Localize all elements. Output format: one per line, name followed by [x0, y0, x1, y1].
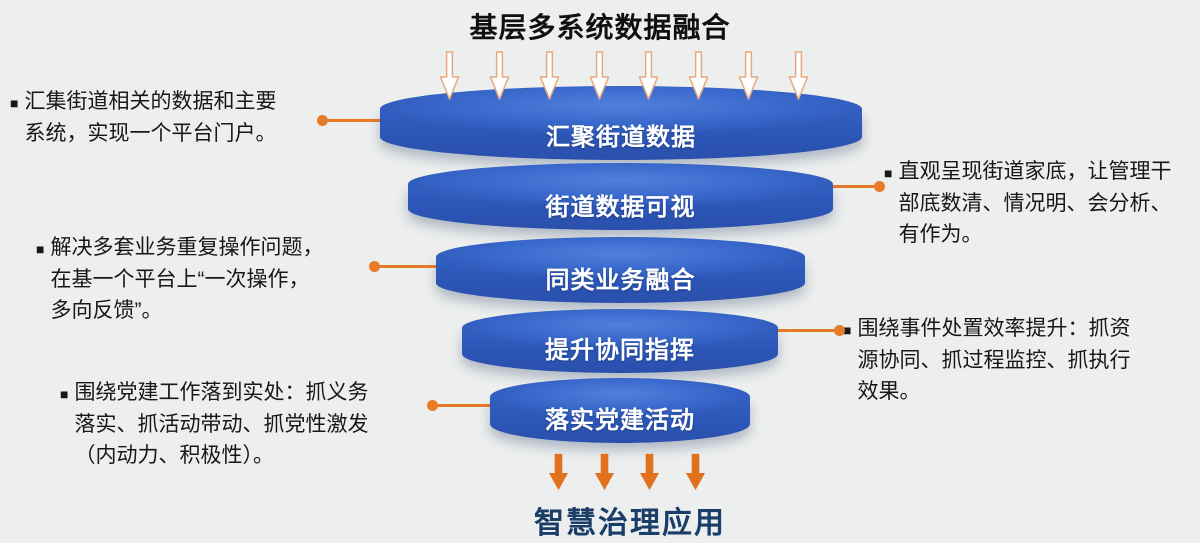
- funnel-layer-3: 同类业务融合: [436, 237, 805, 303]
- annotation-left-3-text: 围绕党建工作落到实处：抓义务 落实、抓活动带动、抓党性激发 （内动力、积极性）。: [74, 381, 369, 467]
- funnel-layer-5-label: 落实党建活动: [545, 407, 695, 434]
- down-arrow-orange-icon: [548, 453, 569, 491]
- down-arrow-orange-icon: [640, 453, 660, 491]
- annotation-right-1-text: 直观呈现街道家底，让管理干 部底数清、情况明、会分析、 有作为。: [898, 160, 1172, 246]
- funnel-layer-5: 落实党建活动: [490, 378, 750, 443]
- funnel-layer-2-label: 街道数据可视: [545, 194, 696, 221]
- bullet-square-icon: ■: [843, 322, 852, 338]
- top-inflow-arrows: [438, 50, 810, 102]
- down-arrow-white-icon: [439, 51, 460, 100]
- bullet-square-icon: ■: [36, 241, 45, 257]
- funnel-layer-4: 提升协同指挥: [462, 309, 778, 373]
- connector-line-right-2: [752, 329, 840, 332]
- diagram-title: 基层多系统数据融合: [469, 12, 731, 43]
- bullet-square-icon: ■: [60, 386, 69, 402]
- down-arrow-white-icon: [489, 51, 510, 100]
- connector-dot-right-1: [874, 181, 885, 192]
- down-arrow-orange-icon: [685, 453, 706, 491]
- funnel-layer-4-top: [462, 309, 778, 347]
- bullet-square-icon: ■: [884, 165, 893, 181]
- annotation-left-1-text: 汇集街道相关的数据和主要 系统，实现一个平台门户。: [24, 90, 277, 145]
- annotation-left-2-text: 解决多套业务重复操作问题， 在基一个平台上“一次操作， 多向反馈”。: [50, 236, 324, 322]
- annotation-left-2: ■ 解决多套业务重复操作问题， 在基一个平台上“一次操作， 多向反馈”。: [36, 232, 381, 327]
- down-arrow-white-icon: [738, 51, 759, 100]
- connector-line-left-2: [374, 265, 466, 268]
- connector-dot-left-2: [369, 261, 380, 272]
- down-arrow-white-icon: [688, 51, 709, 100]
- connector-dot-left-3: [427, 400, 438, 411]
- funnel-layer-1-top: [380, 86, 862, 132]
- connector-dot-right-2: [834, 325, 845, 336]
- down-arrow-white-icon: [639, 51, 659, 100]
- bottom-result-label: 智慧治理应用: [534, 507, 726, 540]
- connector-line-left-3: [432, 404, 517, 407]
- annotation-right-2-text: 围绕事件处置效率提升：抓资 源协同、抓过程监控、抓执行 效果。: [857, 317, 1131, 403]
- funnel-layer-1: 汇聚街道数据: [380, 86, 862, 160]
- funnel-layer-1-label: 汇聚街道数据: [546, 124, 696, 151]
- funnel-layer-2-top: [408, 163, 833, 205]
- annotation-left-1: ■ 汇集街道相关的数据和主要 系统，实现一个平台门户。: [10, 86, 355, 149]
- funnel-layer-5-top: [490, 378, 750, 416]
- annotation-right-1: ■ 直观呈现街道家底，让管理干 部底数清、情况明、会分析、 有作为。: [884, 156, 1194, 251]
- bottom-outflow-arrows: [548, 453, 706, 493]
- down-arrow-white-icon: [539, 51, 560, 100]
- connector-line-left-1: [322, 119, 422, 122]
- down-arrow-white-icon: [589, 51, 609, 100]
- bullet-square-icon: ■: [10, 95, 19, 111]
- connector-line-right-1: [800, 185, 880, 188]
- down-arrow-orange-icon: [594, 453, 614, 491]
- funnel-layer-2: 街道数据可视: [408, 163, 833, 230]
- funnel-layer-4-label: 提升协同指挥: [545, 337, 695, 364]
- annotation-left-3: ■ 围绕党建工作落到实处：抓义务 落实、抓活动带动、抓党性激发 （内动力、积极性…: [60, 377, 440, 472]
- connector-dot-left-1: [317, 115, 328, 126]
- down-arrow-white-icon: [788, 51, 809, 100]
- annotation-right-2: ■ 围绕事件处置效率提升：抓资 源协同、抓过程监控、抓执行 效果。: [843, 313, 1153, 408]
- funnel-layer-3-top: [436, 237, 805, 277]
- funnel-layer-3-label: 同类业务融合: [545, 267, 696, 294]
